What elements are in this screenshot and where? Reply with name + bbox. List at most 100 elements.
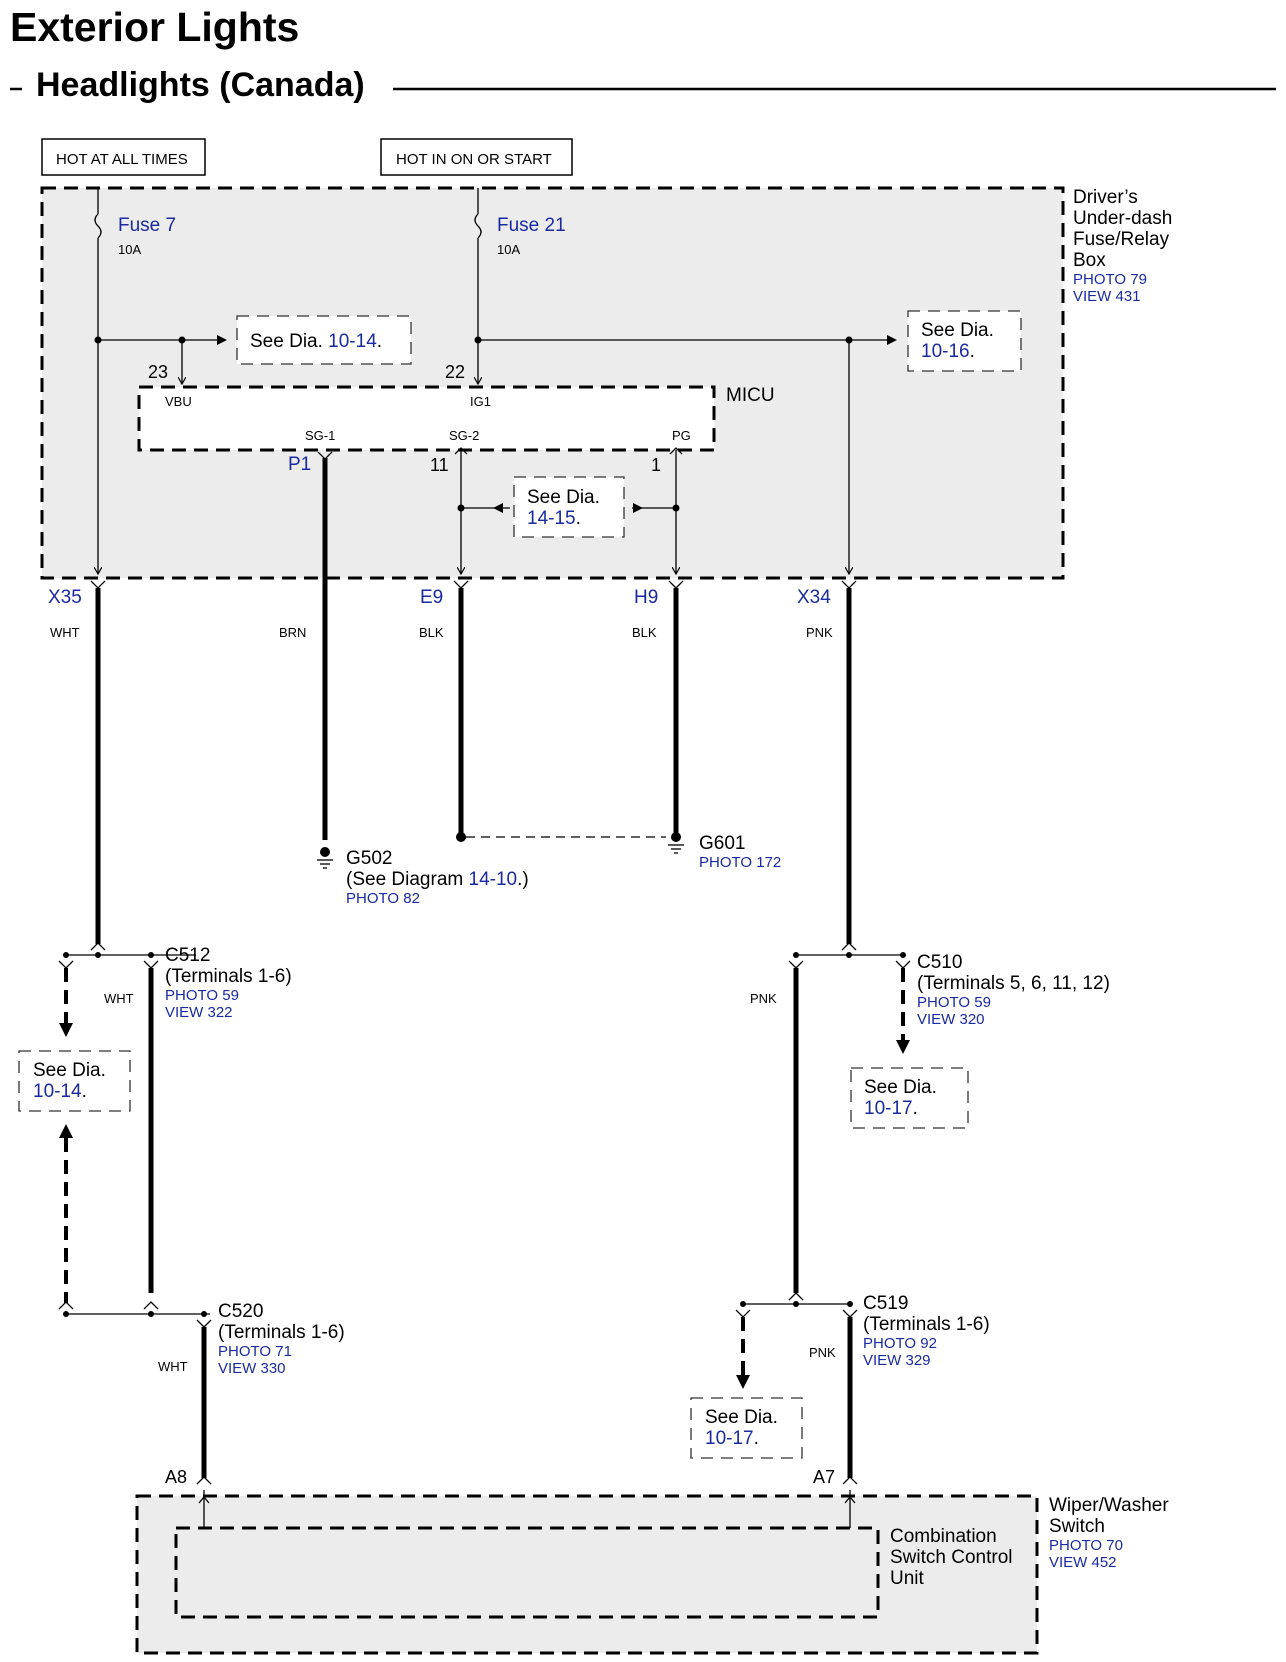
ref-box-10-16 [907,310,1022,372]
wire-color-c512: WHT [104,991,134,1006]
ref-10-14-top[interactable]: See Dia. 10-14. [250,331,382,352]
wire-color-c519: PNK [809,1345,836,1360]
a7-connector [842,1476,858,1485]
c519-node-mid [793,1301,799,1307]
g502-ground-icon [317,859,333,869]
ref-box-10-17-lower [690,1397,803,1459]
c512-node-left [63,952,69,958]
a8-connector [196,1476,212,1485]
ref-10-17-upper-line1: See Dia. [864,1077,937,1098]
hot-at-all-times-label: HOT AT ALL TIMES [56,151,188,168]
switch-name-1: Wiper/Washer [1049,1495,1169,1516]
ref-10-16-line1: See Dia. [921,320,994,341]
ref-box-10-14-left [18,1050,131,1112]
x35-connector [90,580,106,589]
c510-view[interactable]: VIEW 320 [917,1011,985,1028]
c512-name: C512 [165,945,210,966]
c519-left-arrow [736,1375,750,1389]
switch-view[interactable]: VIEW 452 [1049,1554,1117,1571]
unit-name-1: Combination [890,1526,997,1547]
micu-pin-vbu: VBU [165,394,192,409]
sg2-connector [454,447,468,455]
combination-switch-control-unit-box [174,1526,880,1619]
c512-photo[interactable]: PHOTO 59 [165,987,239,1004]
micu-box [137,385,716,452]
c519-right-pin [842,1309,858,1318]
pg-branch-arrow [633,503,643,513]
c510-node-mid [846,952,852,958]
c510-node-right [900,952,906,958]
micu-pin-sg2: SG-2 [449,428,479,443]
h9-connector [668,580,684,589]
g502-label: G502 [346,848,392,869]
ref-10-17-lower-line2[interactable]: 10-17. [705,1428,759,1449]
ref-10-17-upper-line2[interactable]: 10-17. [864,1098,918,1119]
wire-color-h9: BLK [632,625,657,640]
switch-name-2: Switch [1049,1516,1105,1537]
c519-entry [788,1292,804,1301]
micu-pin-ig1-num: 22 [445,362,465,382]
fuse-box-photo[interactable]: PHOTO 79 [1073,271,1147,288]
switch-photo[interactable]: PHOTO 70 [1049,1537,1123,1554]
fuse21-symbol [474,213,482,239]
c520-node-right [201,1311,207,1317]
micu-pin-ig1: IG1 [470,394,491,409]
unit-name-2: Switch Control [890,1547,1013,1568]
c510-entry [841,942,857,951]
terminal-e9: E9 [420,587,443,608]
terminal-x34: X34 [797,587,831,608]
g502-note[interactable]: (See Diagram 14-10.) [346,869,529,890]
c520-photo[interactable]: PHOTO 71 [218,1343,292,1360]
c519-view[interactable]: VIEW 329 [863,1352,931,1369]
c512-entry [90,942,106,951]
hot-in-on-label: HOT IN ON OR START [396,151,552,168]
micu-pin-sg1: SG-1 [305,428,335,443]
e9-connector [453,580,469,589]
ref-10-16-line2[interactable]: 10-16. [921,341,975,362]
fuse-box-name-1: Driver’s [1073,187,1138,208]
e9-ground-node [456,832,466,842]
x34-connector [841,580,857,589]
c512-node-mid [95,952,101,958]
terminal-x35: X35 [48,587,82,608]
c512-right-pin [143,960,159,969]
c519-photo[interactable]: PHOTO 92 [863,1335,937,1352]
c519-left-pin [735,1309,751,1318]
fuse-box-view[interactable]: VIEW 431 [1073,288,1141,305]
c520-left-arrow [59,1124,73,1138]
c512-node-right [148,952,154,958]
c510-left-pin [788,960,804,969]
fuse21-name[interactable]: Fuse 21 [497,215,566,236]
ref-10-14-left-line2[interactable]: 10-14. [33,1081,87,1102]
c512-left-arrow [59,1023,73,1037]
c510-terms: (Terminals 5, 6, 11, 12) [917,973,1110,994]
wire-color-e9: BLK [419,625,444,640]
c512-left-pin [58,960,74,969]
g601-photo[interactable]: PHOTO 172 [699,854,781,871]
fuse7-name[interactable]: Fuse 7 [118,215,176,236]
ref-box-14-15 [513,476,625,538]
c519-node-left [740,1301,746,1307]
hot-at-all-times-box [41,138,206,176]
c510-right-pin [895,960,911,969]
c510-photo[interactable]: PHOTO 59 [917,994,991,1011]
c512-view[interactable]: VIEW 322 [165,1004,233,1021]
c520-view[interactable]: VIEW 330 [218,1360,286,1377]
g502-node [320,847,330,857]
fuse-box-name-4: Box [1073,250,1106,271]
c520-terms: (Terminals 1-6) [218,1322,345,1343]
fuse7-symbol [94,213,102,239]
c520-right-pin [143,1301,159,1310]
fuse-box-name-3: Fuse/Relay [1073,229,1170,250]
c520-out-pin [196,1319,212,1328]
c520-node-left [63,1311,69,1317]
g502-photo[interactable]: PHOTO 82 [346,890,420,907]
c510-node-left [793,952,799,958]
ref-14-15-line2[interactable]: 14-15. [527,508,581,529]
micu-pin-vbu-num: 23 [148,362,168,382]
a7-feed-arrow [844,1495,856,1504]
fuse21-rating: 10A [497,242,520,257]
ref-10-14-left-line1: See Dia. [33,1060,106,1081]
c520-name: C520 [218,1301,263,1322]
ref-box-10-14-top [236,315,412,365]
